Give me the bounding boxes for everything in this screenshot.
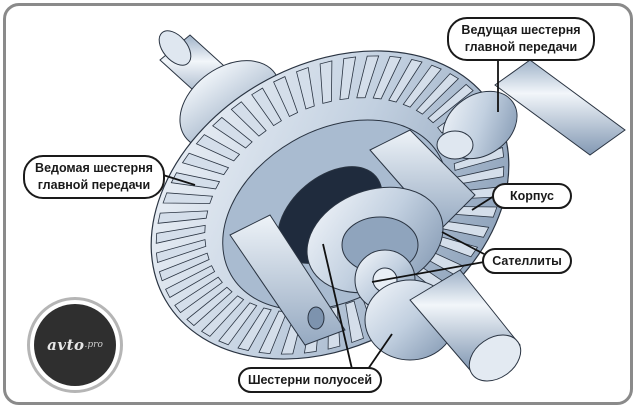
ring-gear-tooth bbox=[170, 172, 221, 190]
ring-gear-tooth bbox=[155, 239, 207, 264]
leader-satellites-2 bbox=[371, 261, 485, 283]
ring-gear-tooth bbox=[212, 116, 253, 149]
ring-gear-tooth bbox=[372, 55, 402, 100]
ring-gear-tooth bbox=[165, 265, 216, 299]
ring-gear-tooth bbox=[415, 73, 460, 115]
callout-ring-gear: Ведомая шестерня главной передачи bbox=[23, 155, 165, 199]
ring-gear-tooth bbox=[158, 252, 210, 282]
ring-gear-tooth bbox=[174, 276, 223, 314]
logo-main-text: avto bbox=[47, 336, 85, 354]
ring-gear-tooth bbox=[218, 302, 258, 346]
ring-gear-tooth bbox=[273, 76, 299, 118]
ring-gear-tooth bbox=[339, 56, 357, 101]
ring-gear-tooth bbox=[230, 101, 267, 137]
avto-pro-logo: avto.pro bbox=[27, 297, 123, 393]
callout-satellites: Сателлиты bbox=[482, 248, 572, 274]
ring-gear-tooth bbox=[356, 55, 380, 99]
ring-gear-tooth bbox=[402, 64, 442, 108]
ring-gear-tooth bbox=[186, 286, 233, 327]
ring-gear-tooth bbox=[427, 83, 474, 124]
right-axle-shaft bbox=[409, 269, 522, 382]
leader-side-gears-1 bbox=[322, 243, 353, 370]
leader-satellites-1 bbox=[441, 231, 485, 255]
ring-gear-tooth bbox=[195, 134, 241, 162]
ring-gear-tooth bbox=[155, 224, 206, 244]
ring-gear-tooth bbox=[296, 66, 315, 110]
leader-lines bbox=[162, 59, 499, 370]
ring-gear-tooth bbox=[200, 295, 245, 337]
callout-drive-pinion-line1: Ведущая шестерня bbox=[461, 23, 581, 37]
ring-gear-tooth bbox=[258, 310, 288, 355]
ring-gear-tooth bbox=[319, 60, 333, 104]
callout-side-gears: Шестерни полуосей bbox=[238, 367, 382, 393]
differential-case bbox=[229, 129, 476, 346]
leader-housing bbox=[471, 195, 495, 211]
leader-ring-gear bbox=[162, 174, 196, 186]
ring-gear-tooth bbox=[157, 210, 209, 224]
ring-gear-tooth bbox=[162, 192, 214, 204]
leader-side-gears-2 bbox=[367, 333, 393, 370]
callout-satellites-text: Сателлиты bbox=[492, 253, 562, 268]
callout-side-gears-text: Шестерни полуосей bbox=[247, 372, 373, 387]
callout-housing-text: Корпус bbox=[509, 188, 555, 203]
ring-gear-tooth bbox=[345, 300, 364, 344]
ring-gear-tooth bbox=[237, 307, 272, 351]
logo-badge: avto.pro bbox=[34, 304, 116, 386]
callout-drive-pinion: Ведущая шестерня главной передачи bbox=[447, 17, 595, 61]
ring-gear-tooth bbox=[388, 59, 423, 103]
callout-drive-pinion-line2: главной передачи bbox=[464, 40, 578, 54]
logo-suffix-text: .pro bbox=[84, 340, 103, 350]
callout-housing: Корпус bbox=[492, 183, 572, 209]
ring-gear-tooth bbox=[181, 152, 230, 176]
callout-ring-gear-line1: Ведомая шестерня bbox=[35, 161, 153, 175]
ring-gear-tooth bbox=[251, 87, 282, 127]
callout-ring-gear-line2: главной передачи bbox=[37, 178, 151, 192]
